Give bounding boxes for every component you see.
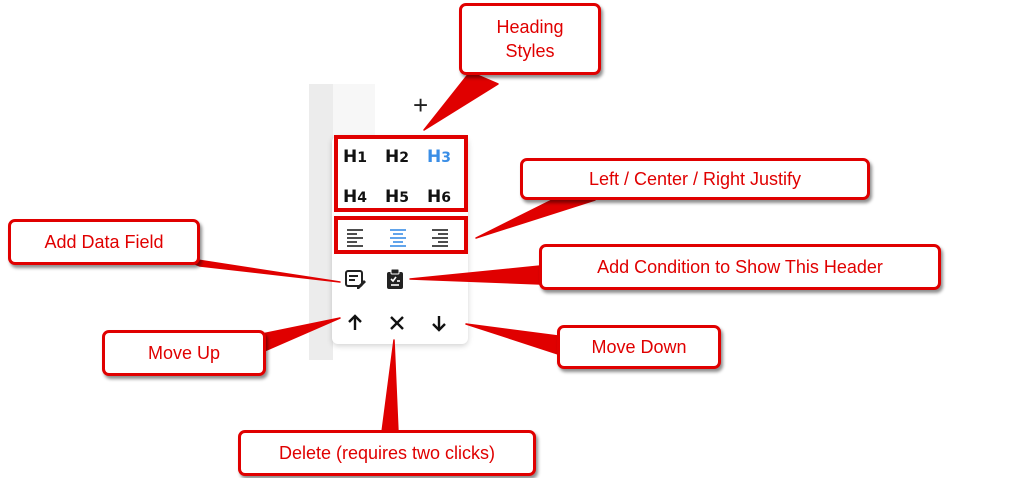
move-up-button[interactable] — [342, 310, 368, 336]
align-left-button[interactable] — [342, 224, 368, 250]
callout-add-condition: Add Condition to Show This Header — [539, 244, 941, 290]
add-condition-button[interactable] — [382, 266, 408, 292]
heading-4-button[interactable]: H4 — [343, 187, 367, 207]
add-condition-icon — [387, 268, 403, 289]
move-down-button[interactable] — [426, 310, 452, 336]
align-center-icon — [390, 229, 406, 247]
heading-2-button[interactable]: H2 — [385, 147, 409, 167]
arrow-down-icon — [432, 316, 446, 332]
add-data-field-icon — [345, 270, 366, 289]
callout-justify: Left / Center / Right Justify — [520, 158, 870, 200]
align-right-icon — [432, 229, 448, 247]
heading-1-button[interactable]: H1 — [343, 147, 367, 167]
editor-gutter-top — [333, 84, 375, 144]
callout-heading-styles-line1: Heading — [496, 17, 564, 37]
callout-add-data-field: Add Data Field — [8, 219, 200, 265]
add-data-field-button[interactable] — [342, 266, 368, 292]
callout-delete: Delete (requires two clicks) — [238, 430, 536, 476]
align-right-button[interactable] — [427, 224, 453, 250]
justify-highlight — [334, 216, 468, 254]
heading-styles-highlight — [334, 135, 468, 212]
close-icon — [390, 316, 404, 330]
add-block-button[interactable]: + — [413, 90, 429, 120]
editor-gutter — [309, 84, 333, 360]
align-center-button[interactable] — [385, 224, 411, 250]
arrow-up-icon — [348, 314, 362, 330]
callout-move-down: Move Down — [557, 325, 721, 369]
align-left-icon — [347, 229, 363, 247]
heading-6-button[interactable]: H6 — [427, 187, 451, 207]
block-toolbar: H1 H2 H3 H4 H5 H6 — [332, 136, 468, 344]
callout-heading-styles: Heading Styles — [459, 3, 601, 75]
heading-3-button[interactable]: H3 — [427, 147, 451, 167]
heading-5-button[interactable]: H5 — [385, 187, 409, 207]
callout-move-up: Move Up — [102, 330, 266, 376]
callout-heading-styles-line2: Styles — [505, 41, 555, 61]
delete-button[interactable] — [384, 310, 410, 336]
